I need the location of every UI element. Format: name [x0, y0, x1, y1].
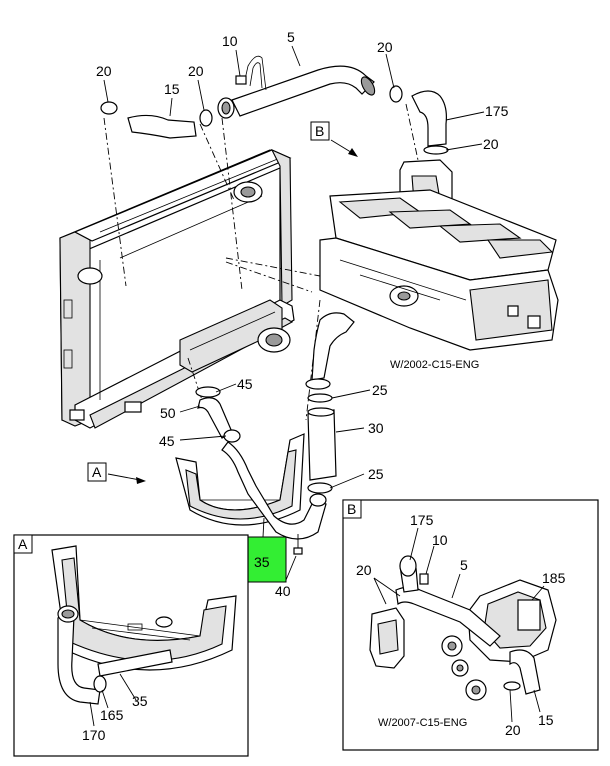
- callout-5[interactable]: 5: [460, 557, 468, 573]
- view-reference-b[interactable]: B: [310, 121, 358, 157]
- callout-20[interactable]: 20: [356, 562, 372, 578]
- callout-15[interactable]: 15: [164, 81, 180, 97]
- callout-170[interactable]: 170: [82, 727, 106, 743]
- upper-coolant-pipe-5: [217, 55, 376, 119]
- engine-c15-2002: [319, 159, 559, 351]
- caption-engine-2007: W/2007-C15-ENG: [378, 717, 467, 729]
- callout-15[interactable]: 15: [538, 712, 554, 728]
- straight-tube-30: [307, 407, 337, 481]
- callout-20[interactable]: 20: [96, 63, 112, 79]
- callout-10[interactable]: 10: [222, 33, 238, 49]
- callout-45[interactable]: 45: [237, 376, 253, 392]
- callout-20[interactable]: 20: [505, 722, 521, 738]
- callout-5[interactable]: 5: [287, 29, 295, 45]
- view-ref-b-letter: B: [315, 123, 324, 139]
- radiator-frame: [59, 148, 295, 429]
- inset-a-tag: A: [18, 536, 28, 552]
- callout-labels: 10 5 20 20 15 20 175 20 45 25 50 30 45 2…: [96, 29, 509, 599]
- callout-175[interactable]: 175: [485, 103, 509, 119]
- view-reference-a[interactable]: A: [87, 462, 146, 484]
- crossover-tube-35-assembly: [175, 433, 327, 555]
- callout-25[interactable]: 25: [372, 382, 388, 398]
- inset-b: B 175 10 5 20: [342, 499, 599, 751]
- lower-water-outlet-pipe: [305, 312, 355, 390]
- callout-25[interactable]: 25: [368, 466, 384, 482]
- callout-leaders: [103, 45, 485, 581]
- upper-hose-15: [100, 101, 213, 139]
- callout-20[interactable]: 20: [188, 63, 204, 79]
- hose-50: [195, 386, 241, 443]
- callout-40[interactable]: 40: [275, 583, 291, 599]
- callout-20[interactable]: 20: [483, 136, 499, 152]
- callout-165[interactable]: 165: [100, 707, 124, 723]
- upper-elbow-175: [389, 85, 449, 155]
- clamp-25-lower: [307, 482, 333, 494]
- callout-45[interactable]: 45: [159, 433, 175, 449]
- inset-a: A 35 165 170: [13, 534, 249, 757]
- callout-20[interactable]: 20: [377, 39, 393, 55]
- clamp-25-upper: [307, 393, 333, 403]
- callout-35[interactable]: 35: [254, 554, 270, 570]
- view-ref-a-letter: A: [92, 464, 102, 480]
- caption-engine-2002: W/2002-C15-ENG: [390, 359, 479, 371]
- inset-b-tag: B: [347, 501, 356, 517]
- callout-35[interactable]: 35: [132, 693, 148, 709]
- callout-50[interactable]: 50: [160, 405, 176, 421]
- callout-30[interactable]: 30: [368, 420, 384, 436]
- callout-10[interactable]: 10: [432, 532, 448, 548]
- callout-185[interactable]: 185: [542, 570, 566, 586]
- callout-175[interactable]: 175: [410, 512, 434, 528]
